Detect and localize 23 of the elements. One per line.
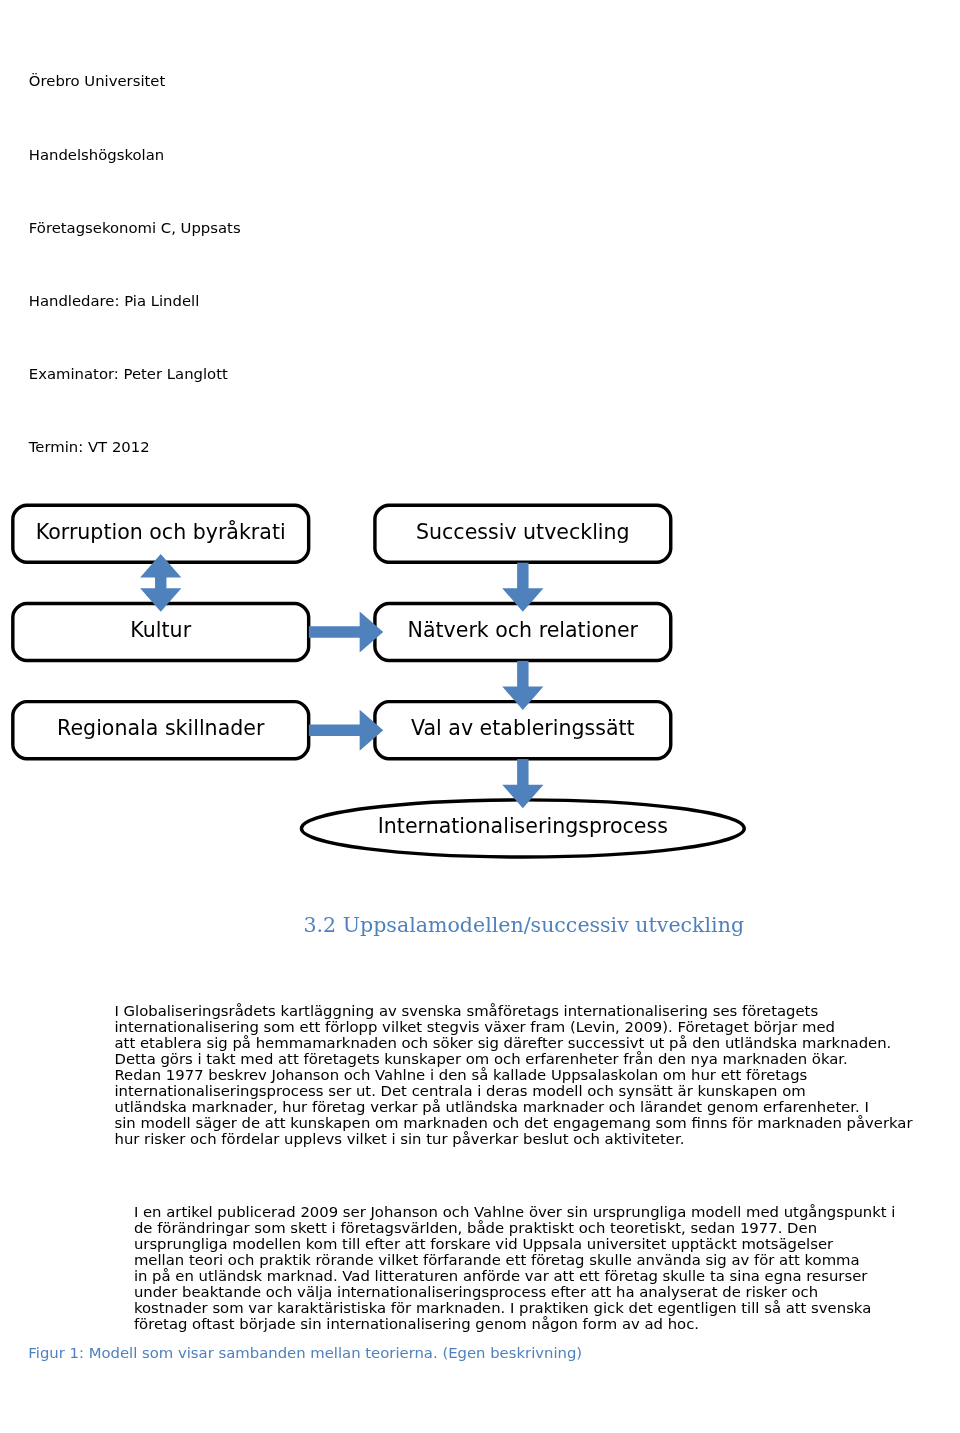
label: Handelshögskolan [28, 145, 165, 163]
node-box: Regionala skillnader [11, 699, 311, 761]
node-ellipse: Internationaliseringsprocess [299, 798, 746, 859]
label: Handledare: Pia Lindell [28, 291, 200, 309]
label: Termin: VT 2012 [28, 437, 150, 455]
caption: Figur 1: Modell som visar sambanden mellan teorierna. (Egen beskrivning) [28, 1343, 583, 1361]
label: I Globaliseringsrådets kartläggning av svenska småföretags internationalisering ses företagets internationalisering som ett förlopp vilket stegvis växer fram (Levin, 2009). Företaget börjar med att etablera sig på hemmamarknaden och söker sig därefter successivt ut på den utländska marknaden. Detta görs i takt med att företagets kunskaper om och erfarenheter från den nya marknaden ökar. Redan 1977 beskrev Johanson och Vahlne i den så kallade Uppsalaskolan om hur ett företags internationaliseringsprocess ser ut. Det centrala i deras modell och synsätt är kunskapen om utländska marknader, hur företag verkar på utländska marknader och lärandet genom erfarenheter. I sin modell säger de att kunskapen om marknaden och det engagemang som finns för marknaden påverkar hur risker och fördelar upplevs vilket i sin tur påverkar beslut och aktiviteter. [114, 1002, 913, 1148]
arrow [308, 611, 384, 653]
label: I en artikel publicerad 2009 ser Johanson och Vahlne över sin ursprungliga modell med utgångspunkt i de förändringar som skett i företagsvärlden, både praktiskt och teoretiskt, sedan 1977. Den ursprungliga modellen kom till efter att forskare vid Uppsala universitet upptäckt motsägelser mellan teori och praktik rörande vilket förfarande ett företag skulle använda sig av för att komma in på en utländsk marknad. Vad litteraturen anförde var att ett företag skulle ta sina egna resurser under beaktande och välja internationaliseringsprocess efter att ha analyserat de risker och kostnader som var karaktäristiska för marknaden. I praktiken gick det egentligen till så att svenska företag oftast började sin internationalisering genom någon form av ad hoc. [133, 1203, 896, 1333]
arrow [140, 553, 182, 612]
node-box: Val av etableringssätt [373, 699, 673, 761]
arrow [502, 759, 544, 809]
arrow [502, 660, 544, 711]
node-box: Korruption och byråkrati [11, 503, 311, 564]
arrow [308, 709, 384, 751]
node-box: Kultur [11, 601, 311, 663]
node-box: Nätverk och relationer [373, 601, 673, 663]
label: Examinator: Peter Langlott [28, 364, 228, 382]
label: Företagsekonomi C, Uppsats [28, 218, 241, 236]
arrow [502, 562, 544, 612]
label: 3.2 Uppsalamodellen/successiv utveckling [303, 912, 745, 937]
label: Örebro Universitet [28, 72, 166, 90]
node-box: Successiv utveckling [373, 503, 673, 564]
